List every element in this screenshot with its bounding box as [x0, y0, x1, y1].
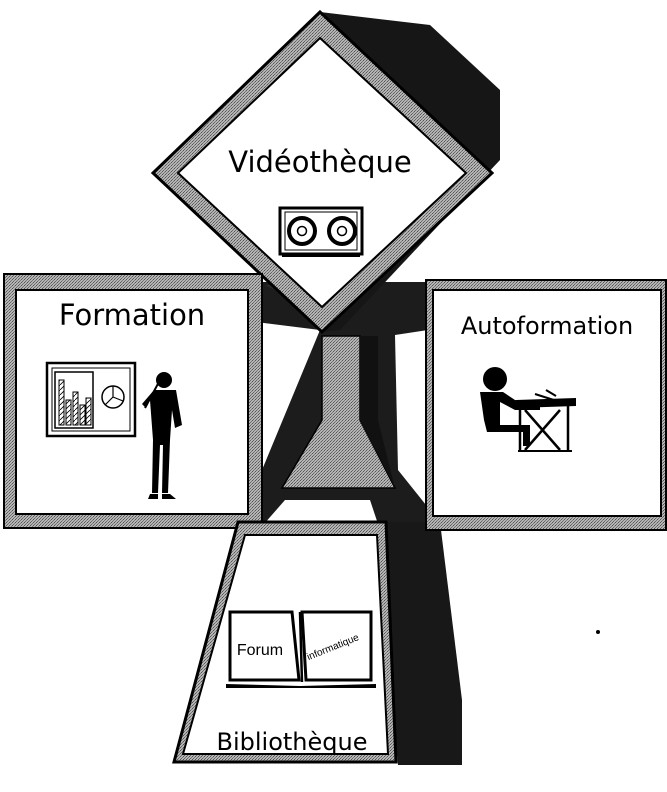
open-book-icon: Forum informatique: [226, 610, 376, 688]
bibliotheque-label: Bibliothèque: [217, 728, 368, 756]
videotape-icon: [278, 206, 364, 257]
autoformation-label: Autoformation: [461, 312, 633, 340]
presenter-with-chart-icon: [45, 361, 182, 499]
book-left-page-label: Forum: [237, 642, 283, 659]
bibliotheque-panel: Forum informatique Bibliothèque: [172, 520, 398, 764]
ink-dot: [596, 630, 600, 634]
formation-panel: Formation: [3, 273, 263, 529]
formation-label: Formation: [59, 298, 205, 332]
videotheque-panel: Vidéothèque: [150, 9, 500, 335]
videotheque-label: Vidéothèque: [228, 145, 411, 179]
autoformation-panel: Autoformation: [425, 279, 667, 531]
person-at-desk-writing-icon: [480, 367, 576, 452]
